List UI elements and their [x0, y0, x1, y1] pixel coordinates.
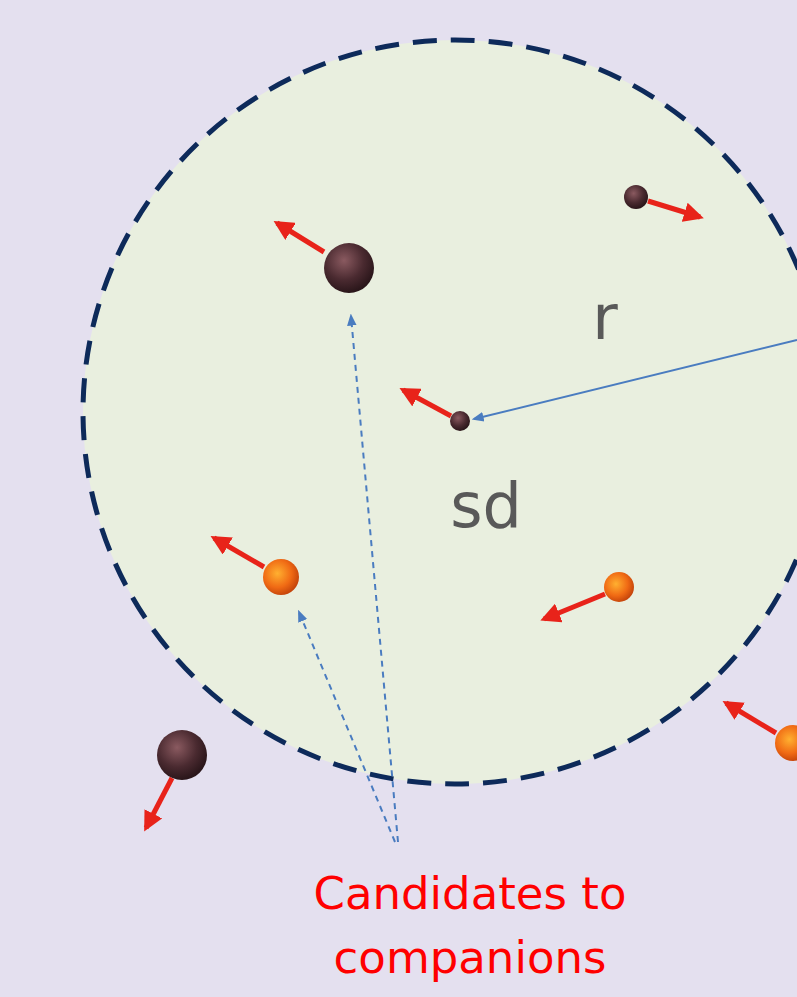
radius-line [474, 340, 797, 419]
particle-label: sd [416, 470, 556, 542]
search-region [83, 40, 797, 784]
callout-note: Candidates to companions [250, 862, 690, 990]
leader-lines [299, 316, 398, 842]
radius-label: r [565, 282, 645, 354]
velocity-arrows [146, 201, 776, 828]
particles [157, 185, 797, 780]
